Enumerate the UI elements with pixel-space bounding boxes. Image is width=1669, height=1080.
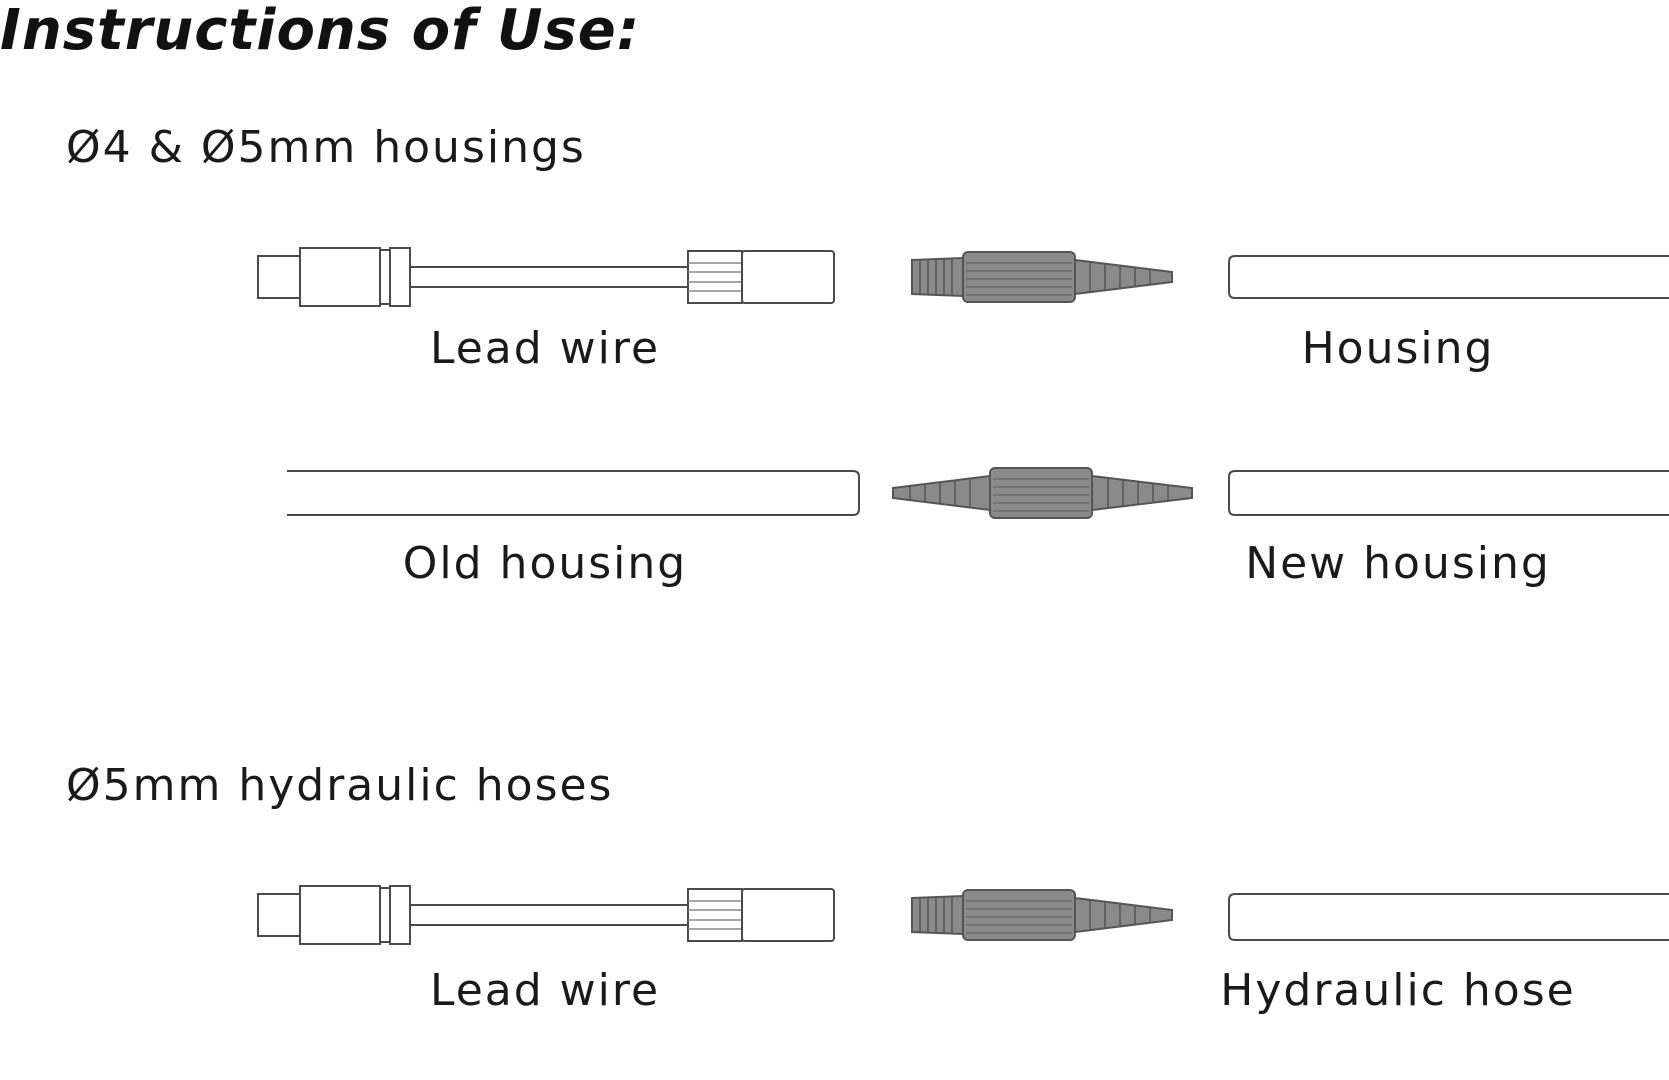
new-housing-drawing xyxy=(1228,470,1669,516)
double-connector-drawing xyxy=(892,467,1193,519)
lead-wire-drawing xyxy=(257,247,835,307)
lead-wire-label: Lead wire xyxy=(429,965,661,1016)
page-title: Instructions of Use: xyxy=(0,0,641,63)
lead-wire-drawing xyxy=(257,885,835,945)
connector-drawing xyxy=(911,889,1173,941)
connector-drawing xyxy=(911,251,1173,303)
hydraulic-hose-drawing xyxy=(1228,893,1669,941)
section-heading-housings: Ø4 & Ø5mm housings xyxy=(66,122,586,173)
lead-wire-label: Lead wire xyxy=(429,323,661,374)
hydraulic-hose-label: Hydraulic hose xyxy=(1220,965,1576,1016)
old-housing-drawing xyxy=(287,470,860,516)
housing-drawing xyxy=(1228,255,1669,299)
new-housing-label: New housing xyxy=(1245,538,1551,589)
section-heading-hydraulic-hoses: Ø5mm hydraulic hoses xyxy=(66,760,614,811)
old-housing-label: Old housing xyxy=(402,538,688,589)
housing-label: Housing xyxy=(1301,323,1495,374)
